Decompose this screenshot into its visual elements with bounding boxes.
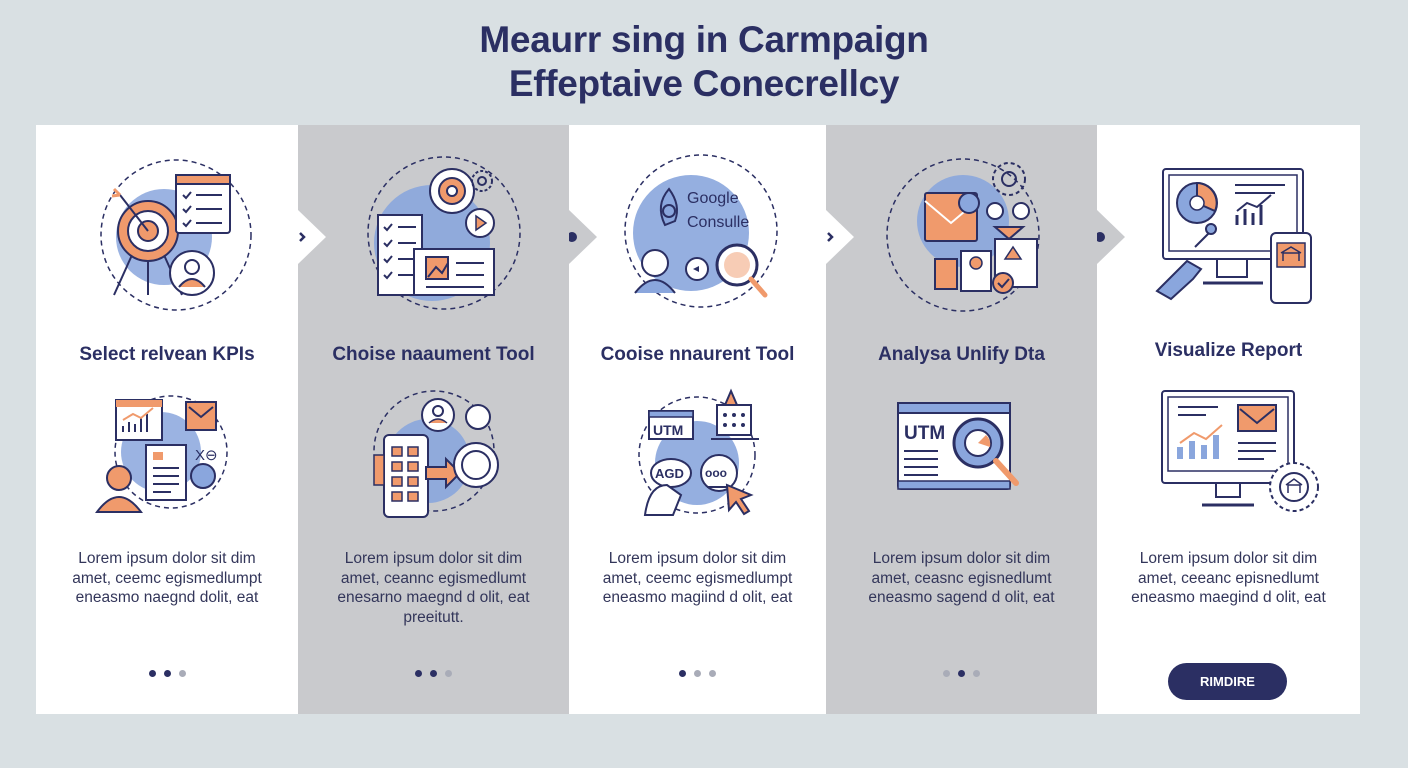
step-panel-4: Analysa Unlify Dta UTM Lorem ipsum dolor…: [826, 125, 1097, 714]
mobile-dashboard-icon: [373, 390, 499, 518]
body-line: amet, ceemc egismedlumpt: [602, 569, 793, 587]
body-line: eneasmo magiind d olit, eat: [602, 589, 793, 606]
step-dot-arrow-icon: [1097, 210, 1125, 264]
step-body: Lorem ipsum dolor sit dim amet, ceeanc e…: [1097, 549, 1360, 608]
step-panel-3: Google Consulle Cooise nnaurent Tool UTM…: [569, 125, 826, 714]
step-heading: Select relvean KPIs: [79, 344, 255, 365]
icon-google-label: Google: [687, 190, 739, 207]
svg-text:X⊖: X⊖: [195, 447, 218, 464]
page-title: Meaurr sing in Carmpaign Effeptaive Cone…: [0, 18, 1408, 106]
pagination-dots: [569, 670, 826, 677]
step-body: Lorem ipsum dolor sit dim amet, ceasnc e…: [826, 549, 1097, 608]
body-line: Lorem ipsum dolor sit dim: [78, 550, 256, 567]
read-more-button[interactable]: RIMDIRE: [1168, 663, 1287, 700]
body-line: eneasmo maegind d olit, eat: [1131, 589, 1326, 606]
utm-tracking-icon: UTM AGD ooo: [638, 388, 759, 516]
step-heading: Analysa Unlify Dta: [878, 344, 1045, 365]
pagination-dots: [36, 670, 298, 677]
pagination-dots: [826, 670, 1097, 677]
pagination-dot[interactable]: [445, 670, 452, 677]
agd-label: AGD: [655, 466, 684, 481]
body-line: Lorem ipsum dolor sit dim: [608, 550, 787, 567]
title-line-1: Meaurr sing in Carmpaign: [479, 19, 929, 60]
icon-console-label: Consulle: [687, 214, 749, 231]
pagination-dot[interactable]: [679, 670, 686, 677]
search-console-icon: Google Consulle: [624, 154, 778, 308]
pagination-dot[interactable]: [163, 670, 171, 677]
pagination-dot[interactable]: [178, 670, 186, 677]
body-line: amet, ceasnc egisnedlumt: [871, 569, 1052, 587]
utm-magnifier-icon: UTM: [897, 402, 1019, 490]
pagination-dots: [298, 670, 569, 677]
ooo-label: ooo: [705, 466, 727, 480]
utm-label: UTM: [653, 422, 683, 438]
pagination-dot[interactable]: [709, 670, 716, 677]
pagination-dot[interactable]: [430, 670, 437, 677]
chevron-right-icon: [826, 210, 854, 264]
report-monitor-icon: [1161, 390, 1319, 512]
pagination-dot[interactable]: [943, 670, 950, 677]
step-dot-arrow-icon: [569, 210, 597, 264]
step-heading: Cooise nnaurent Tool: [600, 344, 795, 365]
step-panel-5: Visualize Report Lorem ipsum dolor sit d…: [1097, 125, 1360, 714]
chevron-right-icon: [298, 210, 326, 264]
body-line: Lorem ipsum dolor sit dim: [1139, 550, 1318, 567]
body-line: Lorem ipsum dolor sit dim: [872, 550, 1051, 567]
pagination-dot[interactable]: [148, 670, 156, 677]
analytics-people-icon: X⊖: [95, 395, 228, 513]
pagination-dot[interactable]: [973, 670, 980, 677]
step-body: Lorem ipsum dolor sit dim amet, ceemc eg…: [569, 549, 826, 608]
pagination-dot[interactable]: [958, 670, 965, 677]
report-dashboard-icon: [1155, 168, 1312, 304]
step-body: Lorem ipsum dolor sit dim amet, ceannc e…: [298, 549, 569, 627]
body-line: eneasmo sagend d olit, eat: [868, 589, 1055, 606]
step-panel-1: Select relvean KPIs X⊖ Lorem ipsum dolor…: [36, 125, 298, 714]
steps-container: Select relvean KPIs X⊖ Lorem ipsum dolor…: [36, 125, 1360, 714]
body-line: eneasmo naegnd dolit, eat: [75, 589, 259, 606]
body-line: Lorem ipsum dolor sit dim: [344, 550, 523, 567]
target-kpi-icon: [100, 159, 252, 311]
body-line: amet, ceemc egismedlumpt: [72, 569, 262, 587]
step-body: Lorem ipsum dolor sit dim amet, ceemc eg…: [36, 549, 298, 608]
tool-selection-icon: [367, 156, 521, 310]
title-line-2: Effeptaive Conecrellcy: [508, 63, 900, 104]
pagination-dot[interactable]: [694, 670, 701, 677]
pagination-dot[interactable]: [415, 670, 422, 677]
body-line: amet, ceeanc episnedlumt: [1138, 569, 1319, 587]
body-line: enesarno maegnd d olit, eat: [337, 589, 530, 606]
step-heading: Choise naaument Tool: [332, 344, 535, 365]
utm-label: UTM: [904, 423, 945, 444]
data-unify-icon: [886, 158, 1040, 312]
step-panel-2: Choise naaument Tool Lorem ipsum dolor s…: [298, 125, 569, 714]
body-line: amet, ceannc egismedlumt: [340, 569, 527, 587]
body-line: preeitutt.: [403, 608, 464, 626]
step-heading: Visualize Report: [1154, 340, 1303, 361]
